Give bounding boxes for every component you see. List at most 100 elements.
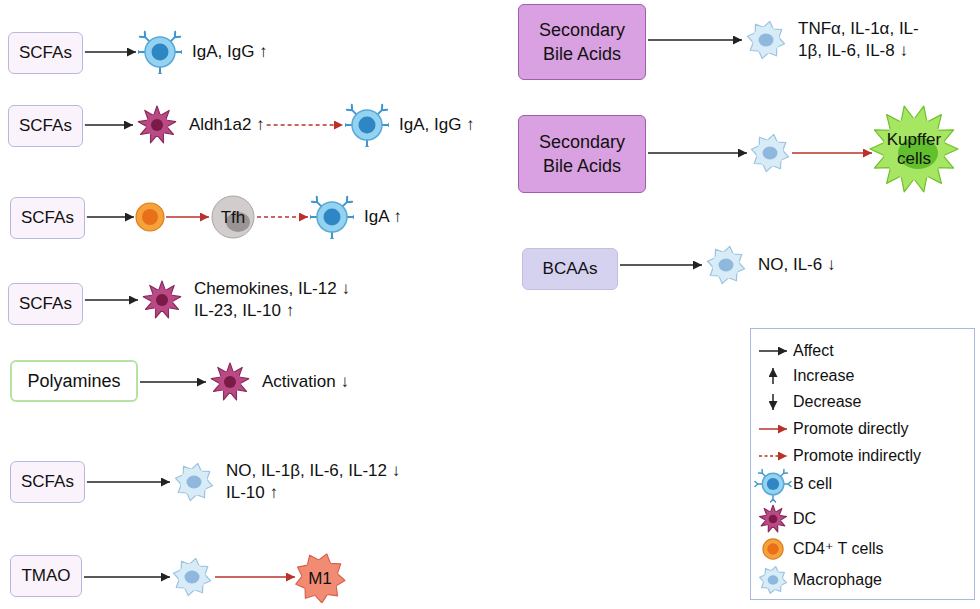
legend-sample: [759, 350, 787, 352]
effect-text: IgA ↑: [364, 206, 402, 228]
legend-sample: [759, 428, 787, 430]
effect-label: Chemokines, IL-12 ↓: [194, 278, 350, 300]
effect-label: Activation ↓: [262, 371, 349, 393]
source-box: Secondary Bile Acids: [518, 4, 646, 80]
effect-label: NO, IL-6 ↓: [758, 254, 835, 276]
legend-label: Increase: [793, 366, 854, 386]
connector-arrow: [87, 481, 170, 483]
source-box: BCAAs: [522, 248, 618, 290]
source-box: TMAO: [10, 555, 82, 597]
legend-sample: [772, 394, 774, 410]
legend-icon: [760, 567, 787, 594]
legend-label: Promote directly: [793, 419, 909, 439]
source-box: SCFAs: [10, 461, 85, 503]
cell-shape: Tfh: [211, 195, 255, 239]
affect-arrow: [648, 152, 747, 154]
box-label: SCFAs: [21, 206, 74, 230]
legend-label: Promote indirectly: [793, 446, 921, 466]
cell-icon: [744, 18, 788, 62]
legend-icon: [763, 539, 783, 559]
connector-arrow: [267, 124, 343, 126]
cell-effect: Chemokines, IL-12 ↓IL-23, IL-10 ↑: [140, 278, 350, 322]
cell-effect: Activation ↓: [208, 360, 349, 404]
cell-effect: NO, IL-1β, IL-6, IL-12 ↓IL-10 ↑: [172, 460, 400, 504]
connector-arrow: [620, 264, 702, 266]
effect-label: IgA, IgG ↑: [192, 41, 268, 63]
box-label: Secondary Bile Acids: [529, 18, 635, 66]
cell-icon: [140, 278, 184, 322]
cell-icon: [172, 460, 216, 504]
legend-sample: [759, 455, 787, 457]
cell-icon: [704, 243, 748, 287]
connector-arrow: [140, 381, 206, 383]
effect-label: IL-23, IL-10 ↑: [194, 300, 350, 322]
legend-label: Decrease: [793, 392, 861, 412]
cell-shape: Kupffer cells: [860, 104, 968, 194]
legend-label: B cell: [793, 474, 832, 494]
cell-effect: NO, IL-6 ↓: [704, 243, 835, 287]
promote-arrow: [792, 152, 872, 154]
connector-arrow: [85, 51, 136, 53]
legend-icon: [760, 505, 787, 532]
effect-label: IL-10 ↑: [226, 482, 400, 504]
box-label: SCFAs: [19, 114, 72, 138]
box-label: TMAO: [21, 564, 70, 588]
effect-text: Aldh1a2 ↑: [189, 114, 265, 136]
box-label: BCAAs: [543, 257, 598, 281]
effect-text: IgA, IgG ↑: [399, 114, 475, 136]
effect-label: IgA ↑: [364, 206, 402, 228]
effect-text: Chemokines, IL-12 ↓IL-23, IL-10 ↑: [194, 278, 350, 322]
effect-text: TNFα, IL-1α, IL-1β, IL-6, IL-8 ↓: [798, 18, 938, 62]
effect-label: Aldh1a2 ↑: [189, 114, 265, 136]
connector-arrow: [648, 39, 742, 41]
source-box: SCFAs: [10, 197, 85, 239]
legend-label: Affect: [793, 341, 834, 361]
cell-label: Tfh: [221, 208, 246, 227]
cell-illustrations: [136, 134, 789, 595]
legend-label: Macrophage: [793, 570, 882, 590]
cell-icon: [208, 360, 252, 404]
cell-effect: IgA, IgG ↑: [138, 30, 268, 74]
cell-icon: [135, 103, 179, 147]
cell-label: Kupffer cells: [878, 130, 950, 168]
cell-effect: IgA, IgG ↑: [345, 103, 475, 147]
source-box: SCFAs: [8, 283, 83, 325]
cell-icon: [345, 103, 389, 147]
effect-label: IgA, IgG ↑: [399, 114, 475, 136]
affect-arrow: [84, 576, 170, 578]
connector-arrow: [85, 299, 138, 301]
legend-samples: [751, 329, 976, 601]
cell-effect: IgA ↑: [310, 195, 402, 239]
effect-text: IgA, IgG ↑: [192, 41, 268, 63]
effect-label: TNFα, IL-1α, IL-1β, IL-6, IL-8 ↓: [798, 18, 938, 62]
cell-icon: [310, 195, 354, 239]
source-box: Secondary Bile Acids: [518, 115, 646, 193]
cell-effect: Aldh1a2 ↑: [135, 103, 265, 147]
cell-icon: [138, 30, 182, 74]
legend-label: CD4⁺ T cells: [793, 539, 884, 559]
legend-sample: [772, 368, 774, 384]
box-label: SCFAs: [19, 292, 72, 316]
box-label: SCFAs: [19, 41, 72, 65]
legend-box: AffectIncreaseDecreasePromote directlyPr…: [750, 328, 975, 600]
box-label: Secondary Bile Acids: [529, 130, 635, 178]
source-box: Polyamines: [10, 360, 138, 402]
box-label: Polyamines: [27, 369, 120, 393]
promote-arrow: [215, 576, 295, 578]
cell-label: M1: [308, 569, 332, 588]
connector-arrow: [85, 124, 133, 126]
source-box: SCFAs: [8, 32, 83, 74]
cell-effect: TNFα, IL-1α, IL-1β, IL-6, IL-8 ↓: [744, 18, 938, 62]
box-label: SCFAs: [21, 470, 74, 494]
promote-arrow: [166, 216, 209, 218]
legend-icon: [755, 469, 791, 502]
legend-label: DC: [793, 509, 816, 529]
connector-arrow: [257, 216, 308, 218]
affect-arrow: [87, 216, 134, 218]
effect-text: Activation ↓: [262, 371, 349, 393]
effect-label: NO, IL-1β, IL-6, IL-12 ↓: [226, 460, 400, 482]
cell-shape: M1: [293, 553, 347, 603]
effect-text: NO, IL-1β, IL-6, IL-12 ↓IL-10 ↑: [226, 460, 400, 504]
effect-text: NO, IL-6 ↓: [758, 254, 835, 276]
